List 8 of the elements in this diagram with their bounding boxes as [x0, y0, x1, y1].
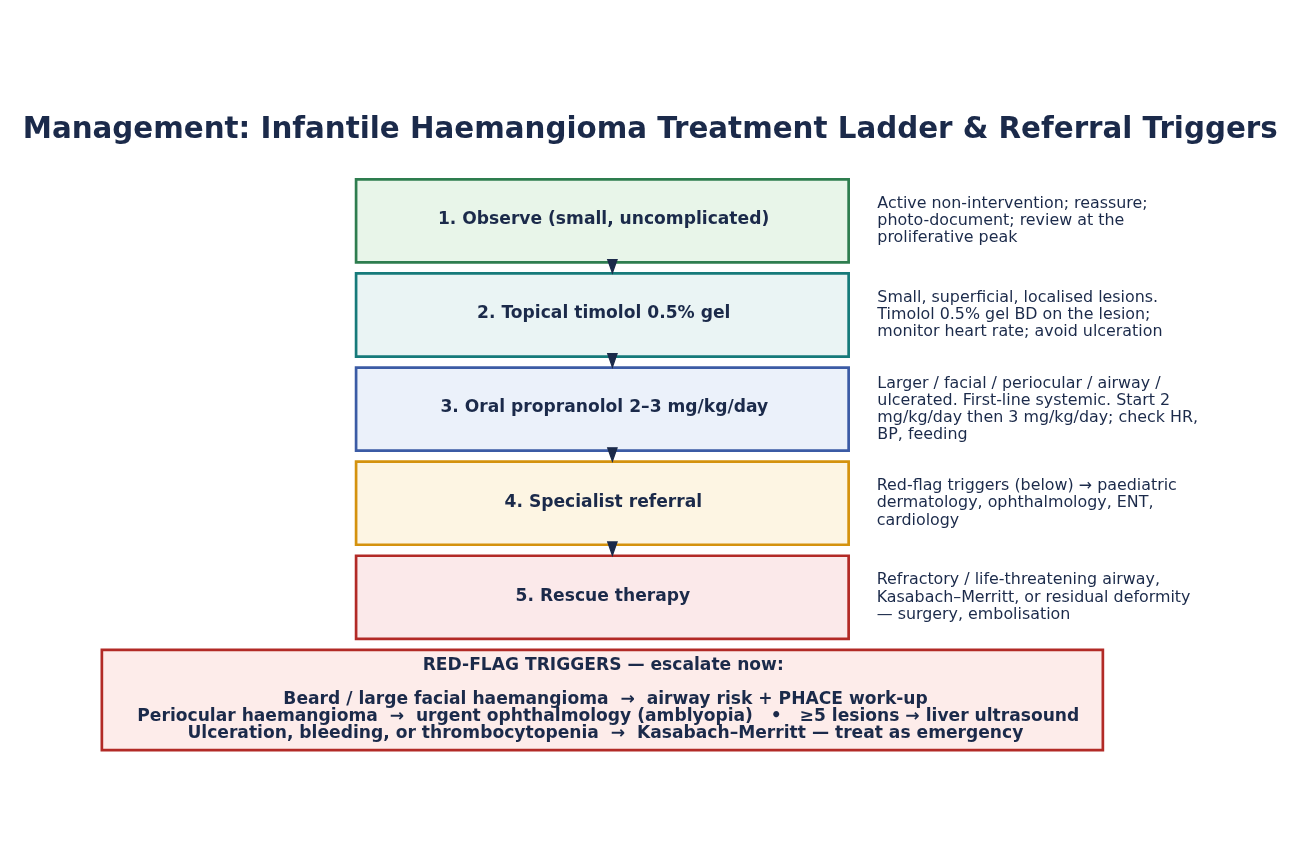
node-box: RED-FLAG TRIGGERS — escalate now: Beard / large facial haemangioma → airway risk + PHACE work-up Periocular haemangioma → urgent ophthalmology (amblyopia) • ≥5 lesions → liver ultrasound Ulceration, bleeding, or thrombocytopenia → Kasabach–Merritt — treat as emergency — [100, 648, 1105, 752]
node-label: Red-flag triggers (below) → paediatric dermatology, ophthalmology, ENT, cardiology — [876, 475, 1177, 529]
node-label: Refractory / life-threatening airway, Kasabach–Merritt, or residual deformity — surgery, embolisation — [876, 569, 1191, 623]
diagram-title: Management: Infantile Haemangioma Treatment Ladder & Referral Triggers — [22, 111, 1278, 146]
node-label: Larger / facial / periocular / airway / ulcerated. First-line systemic. Start 2 mg/kg/day then 3 mg/kg/day; check HR, BP, feeding — [877, 372, 1199, 443]
node-label: Small, superficial, localised lesions. Timolol 0.5% gel BD on the lesion; monitor heart rate; avoid ulceration — [877, 287, 1163, 341]
node-box: 5. Rescue therapy — [354, 554, 850, 641]
node-label: Active non-intervention; reassure; photo-document; review at the proliferative peak — [877, 192, 1148, 247]
